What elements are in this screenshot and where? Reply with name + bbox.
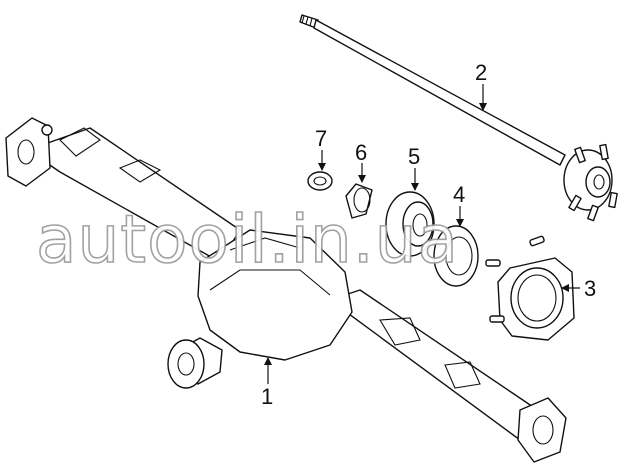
callout-3: 3: [584, 276, 596, 301]
wheel-bearing: [385, 191, 435, 257]
callout-5: 5: [408, 144, 420, 169]
small-ring: [307, 171, 333, 191]
retainer-plate: [485, 235, 575, 341]
callout-6: 6: [355, 140, 367, 165]
callout-4: 4: [453, 182, 465, 207]
watermark-text: autooil.in.ua: [36, 201, 459, 278]
axle-housing: [5, 117, 567, 463]
callout-7: 7: [315, 126, 327, 151]
callout-2: 2: [475, 60, 487, 85]
axle-shaft: [299, 14, 618, 222]
bearing-collar: [345, 183, 373, 219]
callout-1: 1: [261, 384, 273, 409]
